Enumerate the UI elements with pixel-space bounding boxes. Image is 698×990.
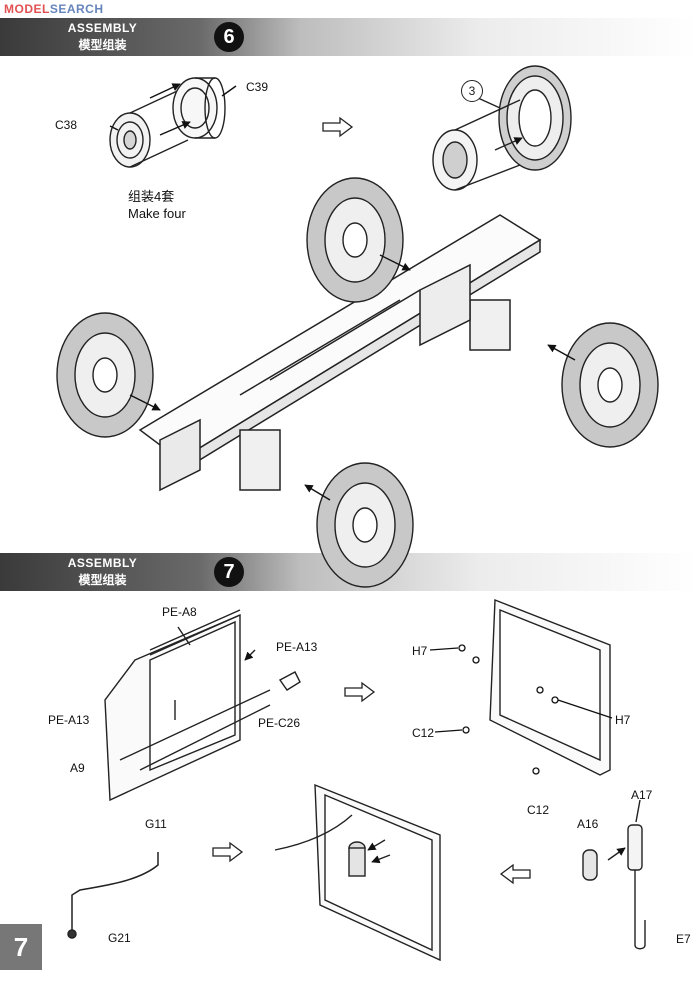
part-label-a17: A17 bbox=[631, 788, 653, 802]
assembled-wheel-drawing bbox=[432, 65, 572, 191]
step-6-title-en: ASSEMBLY bbox=[67, 21, 138, 35]
part-label-c12-bottom: C12 bbox=[527, 803, 550, 817]
chassis-wheel-front-right bbox=[561, 322, 659, 448]
step-7-title-en: ASSEMBLY bbox=[67, 556, 138, 570]
chassis-frame-drawing bbox=[138, 214, 542, 492]
watermark-suffix: SEARCH bbox=[49, 2, 104, 16]
step-7-title: ASSEMBLY 模型组装 bbox=[0, 553, 205, 591]
part-label-pe-a13-right: PE-A13 bbox=[276, 640, 318, 654]
chassis-wheel-front-left bbox=[306, 177, 404, 303]
part-label-pe-a13-left: PE-A13 bbox=[48, 713, 90, 727]
step-7-number-badge: 7 bbox=[214, 557, 244, 587]
parts-a16-a17-e7-drawing bbox=[582, 799, 646, 950]
part-label-g21: G21 bbox=[108, 931, 131, 945]
step-6-banner: ASSEMBLY 模型组装 bbox=[0, 18, 698, 56]
hub-part-c38-drawing bbox=[109, 85, 189, 168]
chassis-wheel-rear-right bbox=[316, 462, 414, 588]
part-label-c39: C39 bbox=[246, 80, 269, 94]
panel-with-h7-c12-drawing bbox=[489, 598, 611, 776]
arrow-left-icon bbox=[499, 863, 531, 885]
quantity-note-en: Make four bbox=[128, 206, 186, 221]
step-6-title: ASSEMBLY 模型组装 bbox=[0, 18, 205, 56]
watermark-logo: MODELSEARCH bbox=[4, 2, 104, 16]
watermark-prefix: MODEL bbox=[4, 2, 50, 16]
part-label-h7-left: H7 bbox=[412, 644, 428, 658]
panel-bottom-drawing bbox=[314, 783, 441, 962]
arrow-right-icon bbox=[212, 841, 244, 863]
step-6-number-badge: 6 bbox=[214, 22, 244, 52]
page-number: 7 bbox=[0, 924, 42, 970]
part-label-g11: G11 bbox=[145, 817, 167, 831]
part-label-c12-left: C12 bbox=[412, 726, 435, 740]
part-label-c38: C38 bbox=[55, 118, 78, 132]
panel-a9-drawing bbox=[104, 613, 271, 802]
reference-circle-3: 3 bbox=[461, 80, 483, 102]
part-label-e7: E7 bbox=[676, 932, 691, 946]
part-label-h7-right: H7 bbox=[615, 713, 631, 727]
part-label-pe-a8: PE-A8 bbox=[162, 605, 197, 619]
step-6-title-cn: 模型组装 bbox=[78, 38, 127, 52]
quantity-note-cn: 组装4套 bbox=[128, 189, 175, 204]
step-7-title-cn: 模型组装 bbox=[78, 573, 127, 587]
part-label-pe-c26: PE-C26 bbox=[258, 716, 301, 730]
rod-g11-drawing bbox=[67, 852, 159, 939]
arrow-right-icon bbox=[322, 116, 354, 138]
quantity-note: 组装4套 Make four bbox=[128, 188, 186, 222]
chassis-wheel-rear-left bbox=[56, 312, 154, 438]
part-label-a16: A16 bbox=[577, 817, 599, 831]
part-label-a9: A9 bbox=[70, 761, 85, 775]
arrow-right-icon bbox=[344, 681, 376, 703]
hub-part-c39-drawing bbox=[172, 77, 226, 139]
